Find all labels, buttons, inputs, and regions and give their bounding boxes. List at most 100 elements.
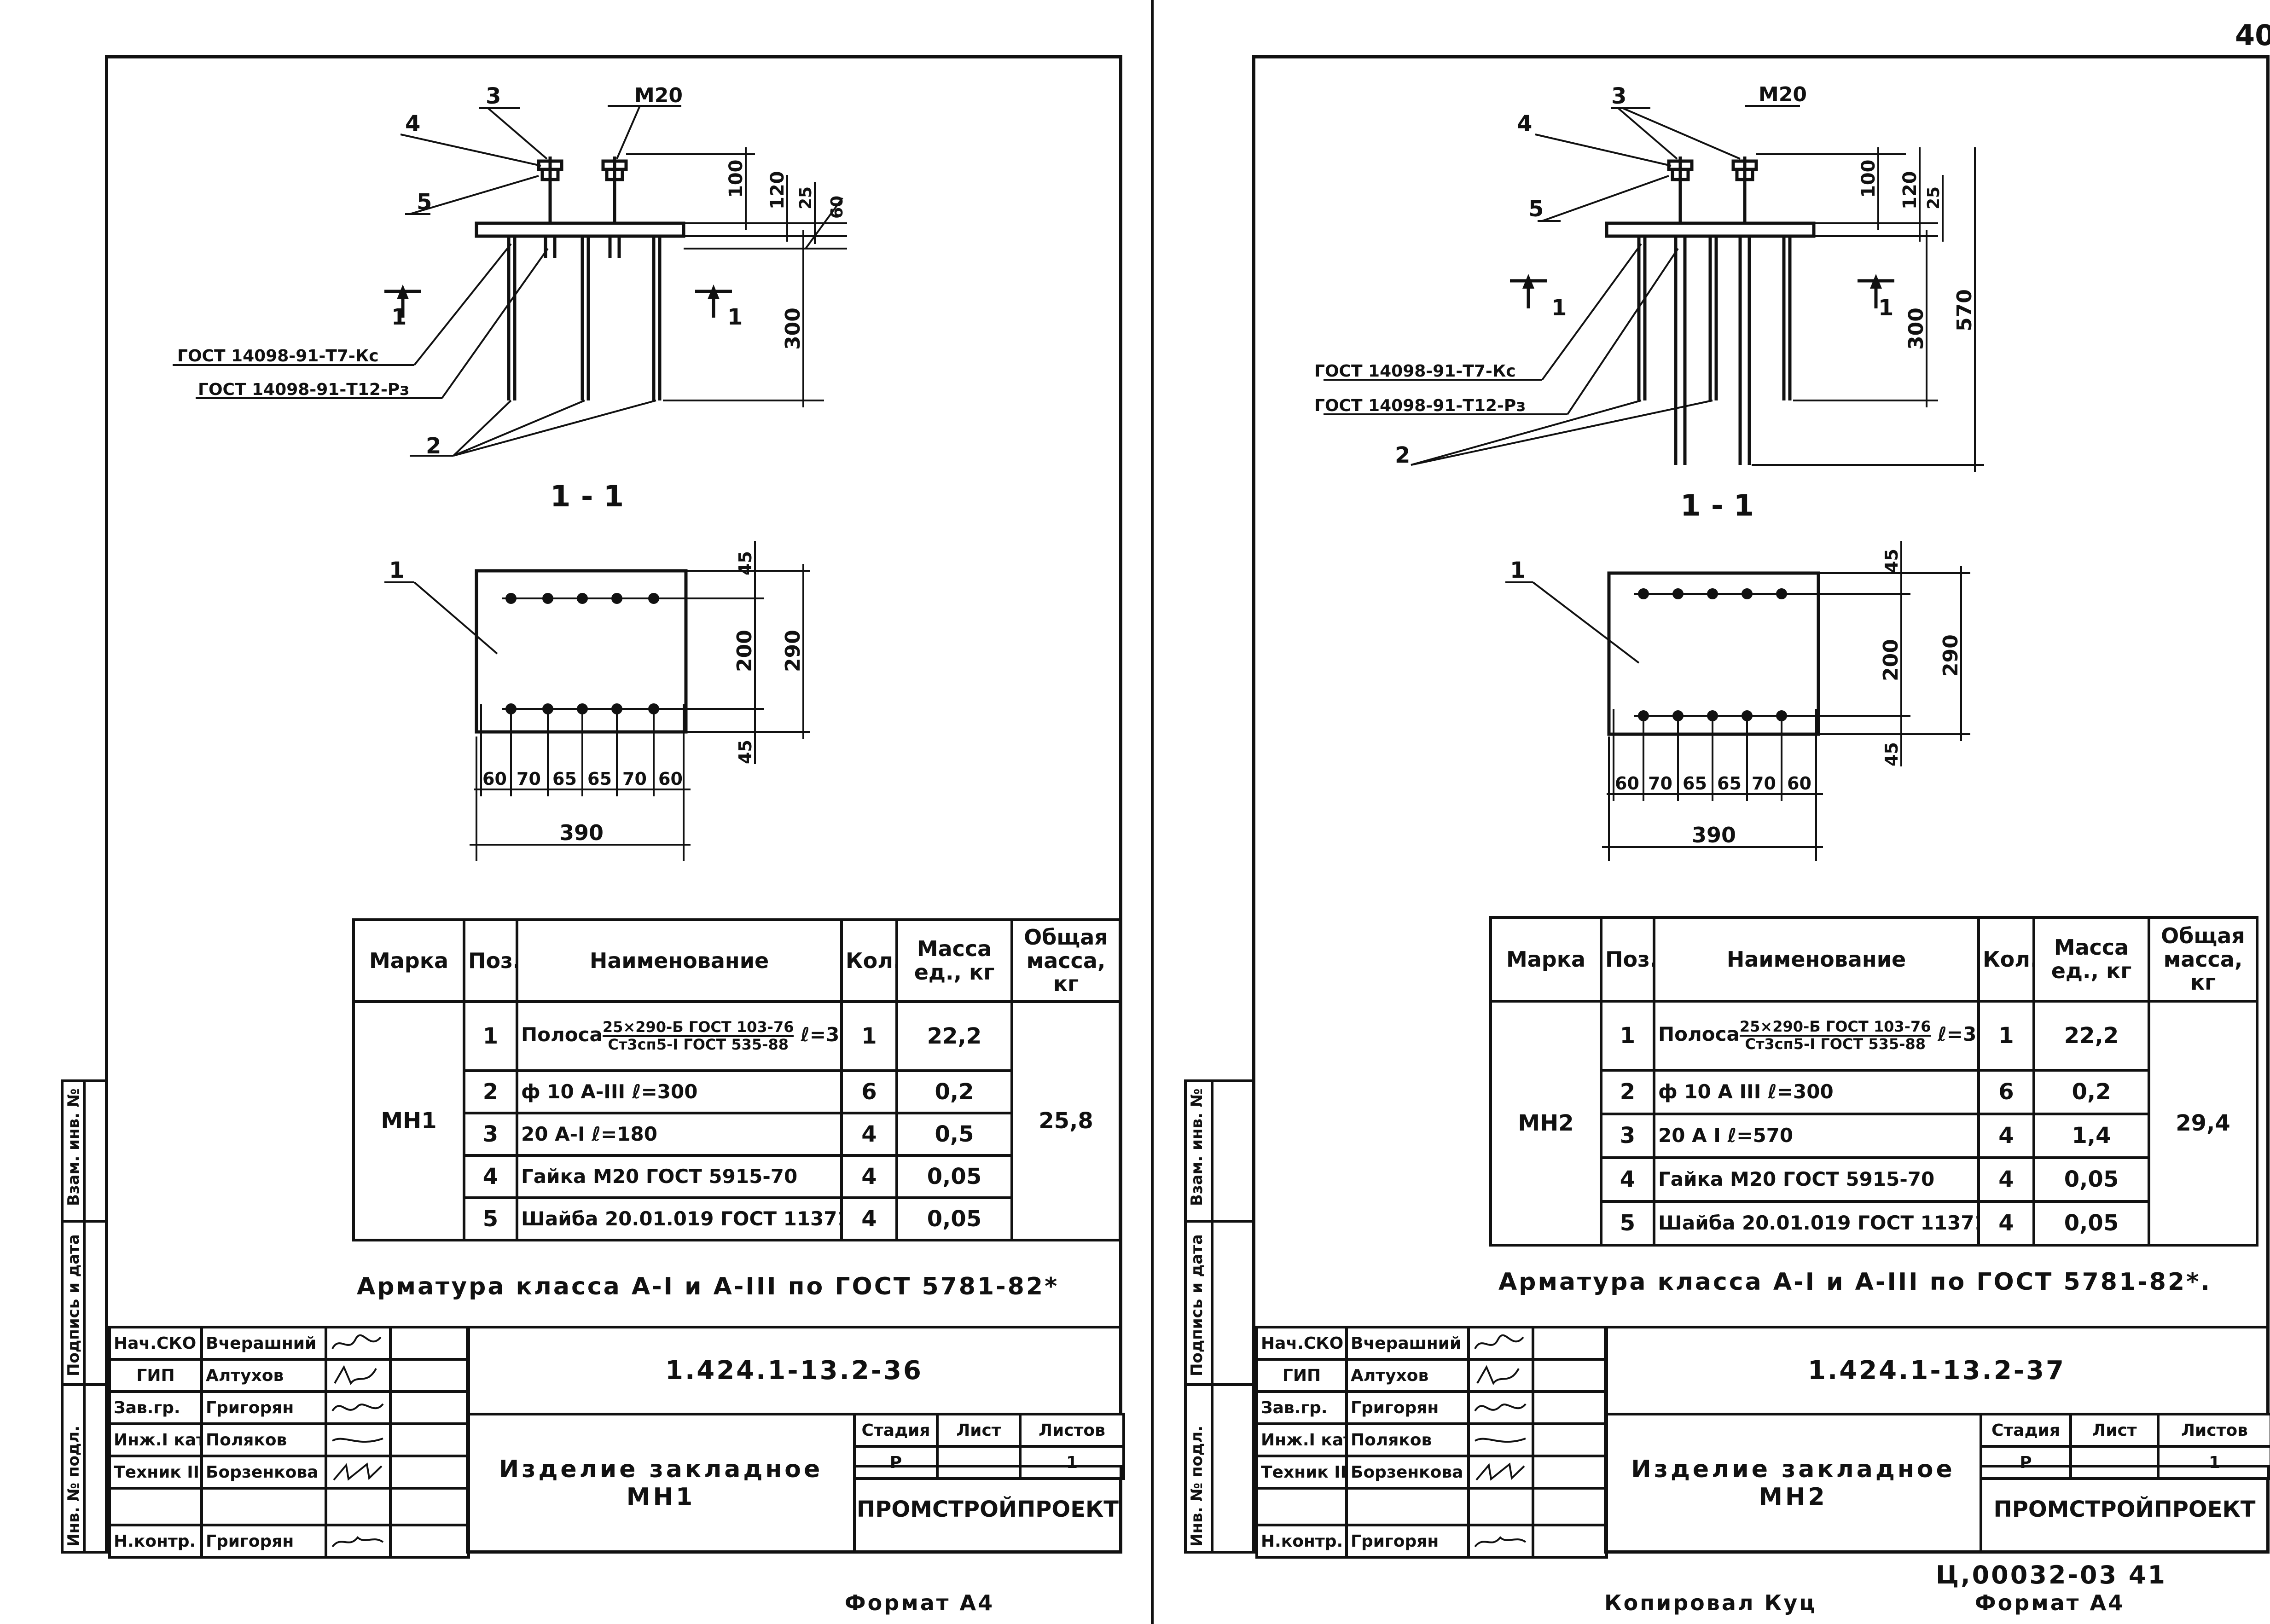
stamp-signature [325, 1422, 392, 1457]
sheet-mn2-plan-dim-45-bottom: 45 [1881, 742, 1902, 766]
stamp-person: Вчерашний [200, 1326, 327, 1361]
sheet-mn1-label-pos4: 4 [405, 111, 420, 137]
cell-name: 20 А I ℓ=570 [1653, 1113, 1980, 1159]
cell-total-mass: 25,8 [1010, 1000, 1121, 1241]
sheet-mn2-plan-dim-290: 290 [1939, 634, 1962, 677]
stamp-role [108, 1487, 203, 1526]
sheet-mn2-label-pos5: 5 [1528, 196, 1544, 222]
sheet-mn2-section-mark-left: 1 [1551, 295, 1567, 321]
cell-pos: 2 [1600, 1069, 1655, 1115]
stamp-person: Григорян [1345, 1390, 1470, 1425]
sheet-mn1-dim-120: 120 [767, 171, 788, 210]
stamp-person: Поляков [200, 1422, 327, 1457]
sheet-mn2-format-label: Формат А4 [1975, 1590, 2125, 1615]
cell-pos: 3 [1600, 1113, 1655, 1159]
stamp-role: Зав.гр. [108, 1390, 203, 1425]
cell-mass: 0,5 [895, 1112, 1013, 1157]
stamp-person: Борзенкова [1345, 1455, 1470, 1490]
header-pos: Поз. [463, 918, 518, 1003]
sheet-mn1-dim-25: 25 [796, 186, 815, 209]
stamp-role: Техник II к. [108, 1455, 203, 1490]
stamp-person: Григорян [1345, 1524, 1470, 1559]
cell-name: ф 10 А III ℓ=300 [1653, 1069, 1980, 1115]
cell-qty: 1 [840, 1000, 898, 1072]
sheet-mn2-dim-570: 570 [1953, 289, 1976, 331]
stamp-signature [1467, 1524, 1534, 1559]
name-suffix: ℓ=390 [801, 1023, 840, 1046]
sheet-mn2-spec-table: Марка Поз. Наименование Кол. Масса ед., … [1489, 916, 2258, 1247]
sheet-value [2069, 1445, 2160, 1480]
stamp-date [1532, 1358, 1608, 1393]
stamp-role: Нач.СКО [1255, 1326, 1348, 1361]
sheet-mn1-side-label-signature: Подпись и дата [64, 1234, 83, 1376]
sheets-label: Листов [1019, 1413, 1125, 1448]
stamp-person [200, 1487, 327, 1526]
sheet-mn2-dim-120: 120 [1899, 171, 1921, 210]
sheet-mn1-plan-dim-200: 200 [733, 630, 756, 672]
stamp-signature [325, 1390, 392, 1425]
stamp-date [389, 1487, 470, 1526]
sheet-mn2-label-m20: М20 [1759, 83, 1807, 106]
sheet-mn1-side-label-inventory: Инв. № подл. [64, 1425, 83, 1547]
sheet-mn2-plan-dim-45-top: 45 [1881, 549, 1902, 573]
cell-qty: 6 [840, 1069, 898, 1114]
sheet-mn1-side-label-replacement: Взам. инв. № [64, 1088, 83, 1206]
stamp-signature [325, 1524, 392, 1559]
sheet-mn1-gost-callout-2: ГОСТ 14098-91-Т12-Рз [198, 380, 409, 399]
stamp-person: Борзенкова [200, 1455, 327, 1490]
sheet-value [936, 1445, 1022, 1480]
cell-qty: 4 [1977, 1113, 2035, 1159]
stamp-role: Техник II к. [1255, 1455, 1348, 1490]
cell-name: 20 А-I ℓ=180 [516, 1112, 843, 1157]
sheet-mn2-plan-bottom-dim-4: 65 [1717, 773, 1742, 794]
sheet-mn1-format-label: Формат А4 [845, 1590, 995, 1615]
cell-pos: 5 [1600, 1200, 1655, 1247]
sheet-mn1-gost-callout-1: ГОСТ 14098-91-Т7-Кс [177, 347, 379, 365]
sheet-mn1-plan-dim-45-bottom: 45 [735, 740, 755, 764]
stamp-person: Вчерашний [1345, 1326, 1470, 1361]
sheet-mn2-label-pos2: 2 [1395, 442, 1410, 468]
sheet-mn2-plan-drawing: 1 45 200 290 45 60 70 65 65 70 60 390 [1505, 541, 1970, 861]
sheet-mn2-plan-bottom-dim-1: 60 [1615, 773, 1639, 794]
sheet-mn1-title-box: Изделие закладное МН1 [466, 1413, 856, 1554]
sheet-divider [1151, 0, 1154, 1624]
stamp-role: ГИП [1255, 1358, 1348, 1393]
stamp-date [1532, 1455, 1608, 1490]
stamp-signature [325, 1455, 392, 1490]
sheet-mn1-organization: ПРОМСТРОЙПРОЕКТ [853, 1465, 1122, 1554]
sheet-mn2-dim-300: 300 [1904, 307, 1928, 350]
stamp-person: Алтухов [200, 1358, 327, 1393]
header-total-mass: Общая масса, кг [2148, 916, 2258, 1003]
title-line-2: МН2 [1759, 1483, 1828, 1511]
sheet-mn1-plan-dim-290: 290 [781, 630, 805, 672]
stamp-date [1532, 1326, 1608, 1361]
sheet-label: Лист [936, 1413, 1022, 1448]
sheet-mn2-gost-callout-1: ГОСТ 14098-91-Т7-Кс [1314, 362, 1516, 381]
sheet-mn1-doc-code: 1.424.1-13.2-36 [466, 1326, 1122, 1415]
stamp-date [389, 1358, 470, 1393]
sheet-mn2-side-label-inventory: Инв. № подл. [1188, 1425, 1206, 1547]
stamp-signature [1467, 1326, 1534, 1361]
fraction-top: 25×290-Б ГОСТ 103-76 [1739, 1019, 1931, 1037]
sheet-mn2-gost-callout-2: ГОСТ 14098-91-Т12-Рз [1314, 396, 1526, 415]
header-total-mass: Общая масса, кг [1010, 918, 1121, 1003]
sheet-mn2-title-box: Изделие закладное МН2 [1604, 1413, 1982, 1554]
sheet-mn1-reinforcement-note: Арматура класса А-I и А-III по ГОСТ 5781… [357, 1273, 1059, 1300]
sheet-mn2-plan-bottom-dim-5: 70 [1752, 773, 1776, 794]
page-number: 40 [2235, 18, 2270, 52]
sheet-mn2-label-pos1: 1 [1510, 557, 1525, 583]
sheet-mn2-plan-bottom-dim-6: 60 [1787, 773, 1811, 794]
fraction-bottom: Ст3сп5-I ГОСТ 535-88 [608, 1036, 789, 1053]
sheet-mn2-doc-code: 1.424.1-13.2-37 [1604, 1326, 2270, 1415]
stamp-signature [325, 1358, 392, 1393]
title-line-2: МН1 [626, 1483, 696, 1511]
header-qty: Кол. [1977, 916, 2035, 1003]
sheet-mn2-side-label-signature: Подпись и дата [1188, 1234, 1206, 1376]
cell-mass: 0,05 [895, 1196, 1013, 1241]
sheet-mn1-label-pos5: 5 [417, 189, 432, 215]
cell-qty: 4 [1977, 1156, 2035, 1203]
header-name: Наименование [1653, 916, 1980, 1003]
